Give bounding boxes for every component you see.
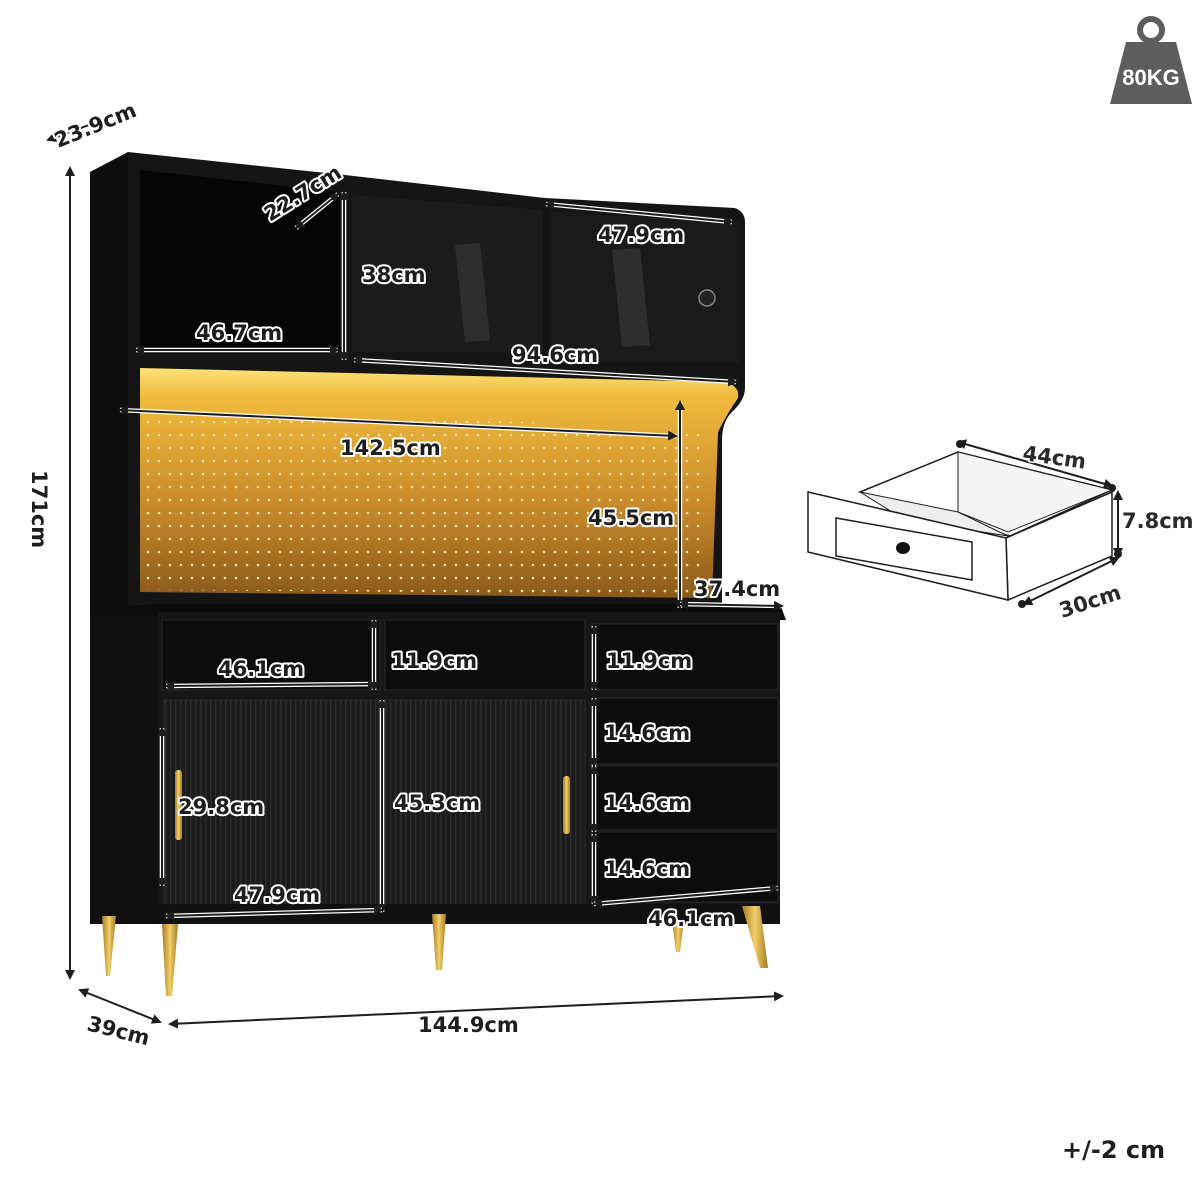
top-shelf-width-label: 46.7cm xyxy=(196,321,282,345)
sliding-door-height-label: 45.3cm xyxy=(394,791,480,815)
drawer-right-2 xyxy=(591,697,779,765)
sliding-door-width-label: 47.9cm xyxy=(234,883,320,907)
countertop-depth-arrow xyxy=(678,599,784,611)
dimension-lines xyxy=(46,107,1123,1029)
leg-back-left xyxy=(102,916,116,976)
drawer-middle xyxy=(384,619,586,691)
overall-width-arrow xyxy=(168,991,784,1029)
drawer-width-left-label: 46.1cm xyxy=(218,657,304,681)
overall-depth-arrow xyxy=(78,987,162,1025)
top-compartment-height-label: 38cm xyxy=(362,263,426,287)
weight-badge: 80KG xyxy=(1110,16,1192,104)
door-handle-right xyxy=(563,776,570,834)
right-drawer-height-2-label: 14.6cm xyxy=(604,791,690,815)
leg-back-right xyxy=(672,920,684,952)
weight-label: 80KG xyxy=(1122,65,1179,90)
hutch-side-panel xyxy=(90,152,128,612)
drawer-right-3 xyxy=(591,765,779,831)
right-drawer-width-label: 46.1cm xyxy=(648,907,734,931)
drawer-width-label: 44cm xyxy=(1021,441,1087,474)
drawer-corner-dot-3 xyxy=(1114,550,1122,558)
drawer-pull-hole xyxy=(896,542,910,554)
lower-shelf-height-label: 29.8cm xyxy=(178,795,264,819)
glass-reflection-right xyxy=(612,248,650,347)
right-drawer-width-arrow xyxy=(592,883,780,909)
top-doors-span-arrow xyxy=(352,355,738,387)
overall-width-label: 144.9cm xyxy=(418,1013,519,1037)
base-side-panel xyxy=(90,616,160,924)
drawer-corner-dot-1 xyxy=(956,440,964,448)
glass-door-width-label: 47.9cm xyxy=(598,223,684,247)
hutch-depth-label: 23.9cm xyxy=(51,98,140,153)
overall-height-label: 171cm xyxy=(27,470,51,548)
right-drawer-height-3-label: 14.6cm xyxy=(604,857,690,881)
cabinet-illustration xyxy=(90,152,786,996)
drawer-detail: 44cm 7.8cm 30cm xyxy=(807,440,1195,624)
hutch-depth-arrow xyxy=(46,107,132,143)
open-shelf xyxy=(140,170,340,352)
drawer-width-arrow xyxy=(956,439,1114,489)
leg-front-right xyxy=(742,906,768,968)
leg-front-middle xyxy=(432,914,446,970)
pegboard-width-arrow xyxy=(118,405,678,441)
countertop-depth-label: 37.4cm xyxy=(694,577,780,601)
door-knob xyxy=(698,289,716,307)
drawer-depth-label: 30cm xyxy=(1056,580,1124,622)
overall-depth-label: 39cm xyxy=(85,1012,152,1051)
sliding-door-width-arrow xyxy=(164,905,384,921)
top-doors-span-label: 94.6cm xyxy=(512,343,598,367)
drawer-height-right-label: 11.9cm xyxy=(606,649,692,673)
drawer-box-inner-side xyxy=(957,451,1114,533)
weight-hook-icon xyxy=(1137,16,1165,44)
drawer-height-label: 7.8cm xyxy=(1122,509,1194,533)
drawer-width-left-arrow xyxy=(164,679,378,691)
sliding-door-right xyxy=(384,699,586,911)
door-handle-left xyxy=(175,770,182,840)
drawer-left xyxy=(161,619,381,691)
pegboard-height-label: 45.5cm xyxy=(588,506,674,530)
glass-reflection-left xyxy=(455,243,490,342)
tolerance-note: +/-2 cm xyxy=(1062,1136,1166,1164)
pegboard xyxy=(145,410,708,594)
glass-door-right xyxy=(550,212,740,362)
drawer-height-left-label: 11.9cm xyxy=(391,649,477,673)
pegboard-width-label: 142.5cm xyxy=(340,436,441,460)
right-drawer-height-1-label: 14.6cm xyxy=(604,721,690,745)
drawer-right-1 xyxy=(591,623,779,691)
drawer-depth-arrow xyxy=(1022,555,1120,607)
sliding-door-left xyxy=(163,699,380,917)
weight-icon xyxy=(1110,42,1192,104)
glass-door-left xyxy=(352,195,543,352)
glass-door-width-arrow xyxy=(544,199,734,227)
top-shelf-depth-arrow xyxy=(294,192,340,230)
leg-front-left xyxy=(162,924,178,996)
drawer-corner-dot-4 xyxy=(1018,600,1026,608)
